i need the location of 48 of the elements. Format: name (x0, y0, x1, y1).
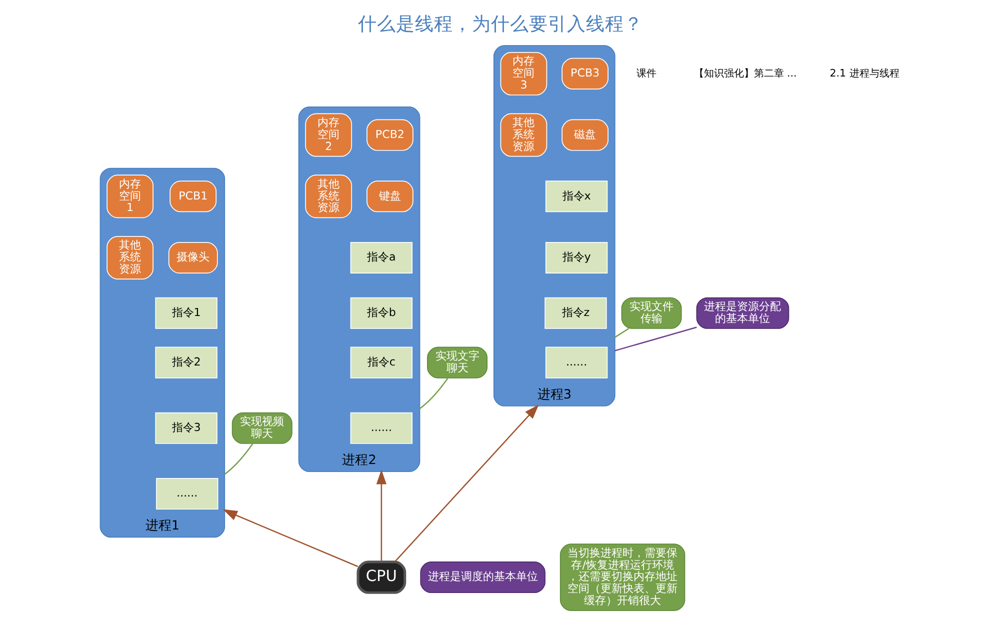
arrow (376, 470, 386, 562)
node-box: 内存空间3 (500, 52, 547, 96)
connector (614, 326, 696, 352)
cluster (492, 45, 615, 406)
arrow (394, 404, 538, 562)
node-box: 指令c (350, 346, 412, 378)
node-box: 实现视频聊天 (231, 412, 292, 444)
node-box: 其他系统资源 (500, 113, 547, 157)
label: 课件 (636, 68, 656, 80)
node-box: 指令x (544, 180, 608, 212)
node-box: 其他系统资源 (304, 174, 352, 218)
node-box: 其他系统资源 (106, 236, 153, 280)
node-label: 进程2 (342, 452, 376, 468)
node-box: PCB3 (561, 58, 608, 90)
node-box: 指令a (350, 242, 412, 274)
cluster (99, 168, 225, 538)
label: 【知识强化】第二章 ... (693, 68, 796, 80)
node-box: 实现文字聊天 (426, 346, 487, 378)
node-box: CPU (356, 560, 406, 594)
node-box: 指令b (350, 297, 412, 329)
connector (418, 378, 448, 410)
node-box: 指令y (544, 242, 608, 274)
node-box: 指令z (544, 297, 606, 329)
node-box: 内存空间1 (106, 174, 153, 218)
node-box: 摄像头 (168, 242, 218, 274)
node-label: 进程1 (144, 518, 179, 534)
node-box: 磁盘 (561, 119, 608, 151)
node-box: 键盘 (366, 180, 413, 212)
node-box: 实现文件传输 (620, 297, 682, 329)
node-box: ...... (156, 478, 218, 510)
node-box: 进程是资源分配的基本单位 (696, 297, 789, 329)
connector (224, 443, 253, 475)
diagram-title: 什么是线程，为什么要引入线程？ (358, 14, 642, 35)
node-box: ...... (350, 412, 412, 444)
node-box: PCB2 (366, 119, 413, 151)
node-box: PCB1 (169, 180, 216, 212)
node-box: 当切换进程时，需要保存/恢复进程运行环境，还需要切换内存地址空间（更新快表、更新缓存）开销很大 (559, 544, 685, 611)
node-box: ...... (544, 346, 608, 378)
arrow (222, 509, 358, 568)
node-box: 内存空间2 (304, 113, 352, 157)
connector (614, 328, 628, 338)
node-label: 进程3 (536, 387, 571, 402)
node-box: 指令3 (154, 412, 217, 444)
node-box: 指令2 (154, 346, 217, 378)
node-box: 指令1 (154, 297, 217, 329)
node-box: 进程是调度的基本单位 (420, 562, 545, 594)
label: 2.1 进程与线程 (829, 68, 899, 80)
cluster (298, 106, 420, 472)
